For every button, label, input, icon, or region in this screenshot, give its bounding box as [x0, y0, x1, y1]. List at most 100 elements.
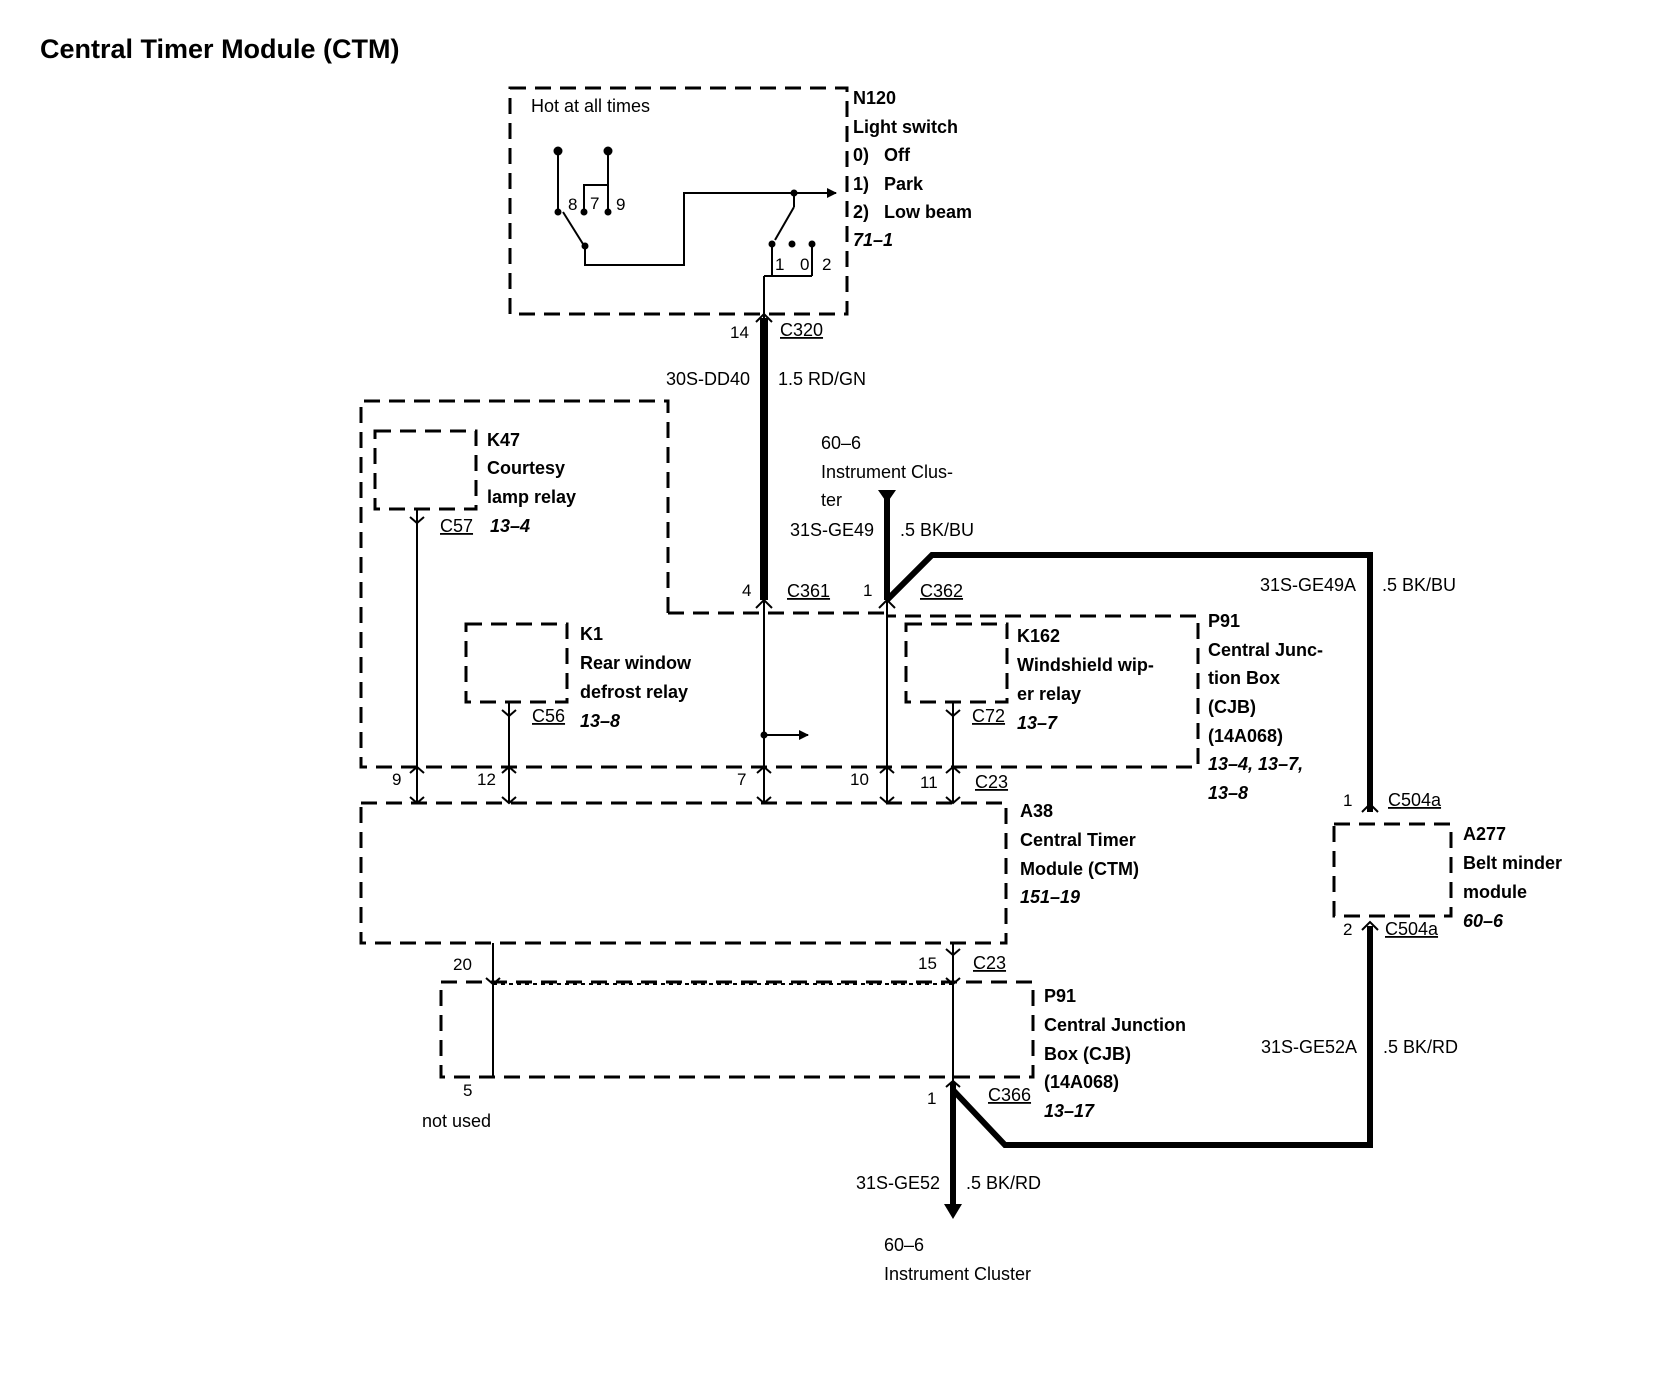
connector-c320: 14 C320: [730, 312, 823, 342]
contact-label: 7: [590, 194, 599, 213]
destination-name: Instrument Cluster: [884, 1264, 1031, 1284]
component-id: K47: [487, 430, 520, 450]
central-timer-module-a38: A38 Central Timer Module (CTM) 151–19: [359, 801, 1139, 945]
page-reference: 13–8: [580, 711, 620, 731]
component-name: lamp relay: [487, 487, 576, 507]
page-reference: 13–4, 13–7,: [1208, 754, 1303, 774]
contact-label: 9: [616, 195, 625, 214]
pin-number: 5: [463, 1081, 472, 1100]
component-name: Module (CTM): [1020, 859, 1139, 879]
connector-label: C504a: [1385, 919, 1439, 939]
wire-gauge-label: .5 BK/BU: [1382, 575, 1456, 595]
wire-circuit-label: 31S-GE49A: [1260, 575, 1356, 595]
component-id: K1: [580, 624, 603, 644]
connector-c23-bottom: 20 15 C23: [453, 943, 1006, 986]
pin-number: 9: [392, 770, 401, 789]
pin-number: 14: [730, 323, 749, 342]
component-id: A277: [1463, 824, 1506, 844]
page-reference: 13–8: [1208, 783, 1248, 803]
component-id: K162: [1017, 626, 1060, 646]
light-switch-box: [508, 86, 849, 316]
connector-c23-top: 9 12 7 10 11 C23: [392, 765, 1008, 805]
switch-blade: [562, 211, 584, 245]
wire-gauge-label: .5 BK/RD: [966, 1173, 1041, 1193]
connector-label: C320: [780, 320, 823, 340]
pin-number: 1: [927, 1089, 936, 1108]
connector-label: C362: [920, 581, 963, 601]
ctm-box: [359, 801, 1008, 945]
destination-name: Instrument Clus-: [821, 462, 953, 482]
central-junction-box-lower: 5 not used 1 C366 P91 Central Junction B…: [422, 980, 1186, 1131]
component-name: Central Timer: [1020, 830, 1136, 850]
component-name: module: [1463, 882, 1527, 902]
pin-number: 4: [742, 581, 751, 600]
switch-pin-label: 1: [775, 255, 784, 274]
component-name: tion Box: [1208, 668, 1280, 688]
switch-position: 0) Off: [853, 145, 911, 165]
central-junction-box-upper: 4 C361 1 C362 C57 K47 Courtesy lamp rela…: [359, 399, 1323, 803]
pin-number: 15: [918, 954, 937, 973]
switch-position: 1) Park: [853, 174, 924, 194]
wire-gauge-label: 1.5 RD/GN: [778, 369, 866, 389]
page-reference: 13–17: [1044, 1101, 1095, 1121]
pin-number: 1: [863, 581, 872, 600]
component-name: Courtesy: [487, 458, 565, 478]
pin-number: 7: [737, 770, 746, 789]
cjb-lower-box: [439, 980, 1035, 1079]
component-name: Light switch: [853, 117, 958, 137]
connector-label: C366: [988, 1085, 1031, 1105]
component-name: Rear window: [580, 653, 692, 673]
instrument-cluster-destination: 60–6 Instrument Cluster: [884, 1235, 1031, 1284]
wire-circuit-label: 30S-DD40: [666, 369, 750, 389]
component-name: (14A068): [1044, 1072, 1119, 1092]
connector-label: C72: [972, 706, 1005, 726]
component-name: Central Junction: [1044, 1015, 1186, 1035]
connector-label: C23: [973, 953, 1006, 973]
switch-position: 2) Low beam: [853, 202, 972, 222]
page-reference: 60–6: [1463, 911, 1504, 931]
component-id: N120: [853, 88, 896, 108]
relay-k162-box: [904, 622, 1009, 704]
page-reference: 13–4: [490, 516, 530, 536]
relay-k47-box: [373, 429, 478, 511]
connector-label: C504a: [1388, 790, 1442, 810]
component-name: Central Junc-: [1208, 640, 1323, 660]
light-switch-n120: Hot at all times 8 7 9 1 0 2 N120 Light …: [508, 86, 972, 318]
component-id: P91: [1044, 986, 1076, 1006]
connector-label: C23: [975, 772, 1008, 792]
wire-circuit-label: 31S-GE49: [790, 520, 874, 540]
component-name: defrost relay: [580, 682, 688, 702]
destination-name: ter: [821, 490, 842, 510]
pin-number: 12: [477, 770, 496, 789]
component-name: (14A068): [1208, 726, 1283, 746]
not-used-label: not used: [422, 1111, 491, 1131]
switch-pin-label: 2: [822, 255, 831, 274]
pin-number: 10: [850, 770, 869, 789]
hot-at-all-times-label: Hot at all times: [531, 96, 650, 116]
component-name: er relay: [1017, 684, 1081, 704]
pin-number: 1: [1343, 791, 1352, 810]
switch-blade: [774, 206, 795, 241]
wire-circuit-label: 31S-GE52: [856, 1173, 940, 1193]
page-reference: 71–1: [853, 230, 893, 250]
page-title: Central Timer Module (CTM): [40, 34, 400, 64]
pin-number: 2: [1343, 920, 1352, 939]
page-reference: 60–6: [884, 1235, 924, 1255]
component-name: Box (CJB): [1044, 1044, 1131, 1064]
pin-number: 11: [920, 773, 938, 792]
component-id: A38: [1020, 801, 1053, 821]
wire-circuit-label: 31S-GE52A: [1261, 1037, 1357, 1057]
wire-gauge-label: .5 BK/BU: [900, 520, 974, 540]
wire-gauge-label: .5 BK/RD: [1383, 1037, 1458, 1057]
instrument-cluster-source: 60–6 Instrument Clus- ter: [821, 433, 953, 510]
component-id: P91: [1208, 611, 1240, 631]
arrow-down-icon: [944, 1204, 962, 1219]
component-name: Belt minder: [1463, 853, 1562, 873]
contact-label: 8: [568, 195, 577, 214]
wire-31s-ge52a: [950, 926, 1373, 1148]
page-reference: 13–7: [1017, 713, 1058, 733]
relay-k1-box: [464, 622, 569, 704]
belt-minder-module-a277: 1 C504a 2 C504a A277 Belt minder module …: [1332, 790, 1562, 939]
switch-pin-label: 0: [800, 255, 809, 274]
belt-minder-box: [1332, 822, 1453, 918]
